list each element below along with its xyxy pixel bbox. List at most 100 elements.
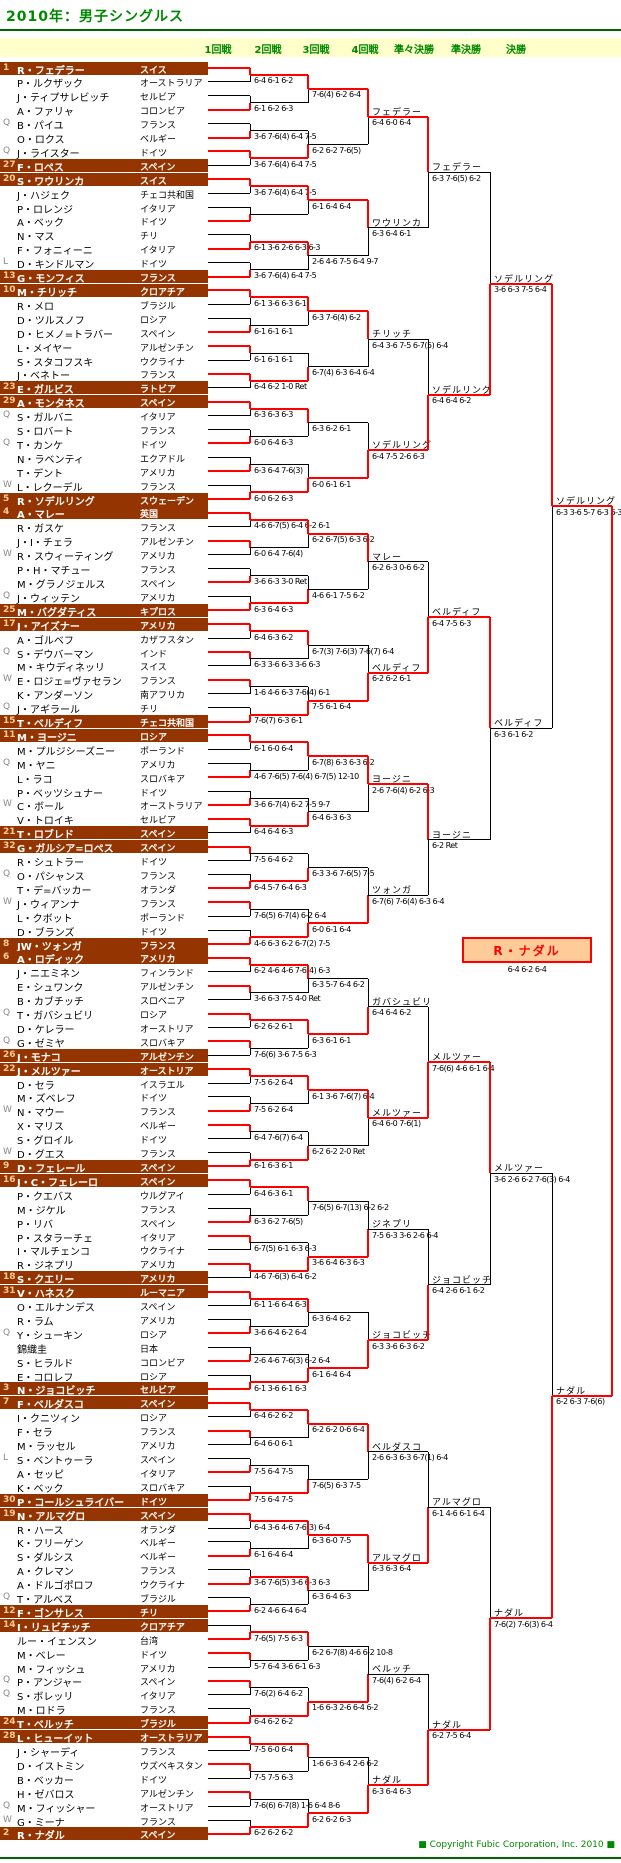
player-country: フランス	[140, 482, 176, 493]
bracket-line	[250, 936, 308, 939]
player-country: フランス	[140, 371, 176, 382]
player-country: フランス	[140, 1817, 176, 1828]
player-seed-mark: Q	[3, 590, 11, 601]
round-label-5: 準々決勝	[394, 45, 434, 56]
player-seed-mark: 28	[3, 1731, 16, 1742]
bracket-line	[307, 798, 309, 812]
player-row: M・ラッセルアメリカ	[0, 1438, 208, 1453]
match-score: 6-4 6-3 6-1	[254, 1188, 293, 1198]
player-name: R・スウィーティング	[17, 552, 114, 564]
match-score: 6-2 6-2 2-0 Ret	[312, 1147, 365, 1157]
round-winner-label: ヨージニ	[432, 830, 472, 841]
bracket-line	[249, 492, 251, 500]
player-country: ルーマニア	[140, 1289, 186, 1300]
round-winner-label: ナダル	[372, 1776, 403, 1787]
header-divider	[0, 29, 621, 31]
bracket-line	[367, 1006, 369, 1035]
bracket-line	[208, 1068, 250, 1071]
bracket-line	[307, 1076, 309, 1090]
player-seed-mark: Q	[3, 757, 11, 768]
player-name: R・フェデラー	[17, 65, 85, 77]
bracket-line	[249, 1437, 251, 1445]
match-score: 7-5 6-1 6-4	[312, 702, 351, 712]
player-seed-mark: 27	[3, 159, 16, 170]
bracket-line	[367, 1785, 369, 1814]
bracket-line	[307, 756, 309, 771]
bracket-line	[249, 652, 251, 659]
match-score: 2-6 4-6 7-6(3) 6-2 6-4	[254, 1355, 330, 1365]
match-score: 6-2 6-2 6-1	[254, 1021, 293, 1031]
match-score: 6-4 3-6 4-6 7-6(3) 6-4	[254, 1522, 330, 1532]
player-country: イタリア	[140, 1692, 176, 1703]
bracket-line	[308, 1145, 368, 1147]
bracket-line	[208, 1374, 250, 1376]
match-score: 7-6(2) 6-4 6-2	[254, 1689, 303, 1699]
player-country: オーストラリア	[140, 1734, 203, 1745]
player-country: ドイツ	[140, 858, 168, 869]
bracket-line	[249, 512, 251, 520]
bracket-line	[250, 1408, 308, 1411]
bracket-line	[367, 1562, 369, 1591]
player-name: S・ボレッリ	[17, 1692, 74, 1704]
player-row: P・ベッツシュナードイツ	[0, 785, 208, 800]
bracket-line	[428, 1506, 490, 1508]
bracket-line	[307, 130, 309, 145]
player-country: 台湾	[140, 1636, 159, 1647]
match-score: 6-2 6-7(5) 6-3 6-2	[312, 535, 375, 545]
bracket-line	[208, 915, 250, 917]
player-row: M・フィッシュアメリカ	[0, 1661, 208, 1676]
match-score: 7-6(7) 6-3 6-1	[254, 716, 303, 726]
bracket-line	[208, 317, 250, 319]
bracket-line	[249, 318, 251, 326]
player-name: J・シャーディ	[17, 1748, 80, 1759]
bracket-line	[208, 539, 250, 542]
match-score: 6-4 6-0 7-6(1)	[372, 1119, 421, 1129]
player-name: J・I・チェラ	[17, 538, 73, 550]
player-country: コロンビア	[140, 107, 186, 118]
player-country: キプロス	[140, 607, 177, 618]
bracket-line	[208, 1499, 250, 1502]
bracket-line	[490, 1617, 552, 1620]
bracket-line	[307, 366, 309, 381]
round-winner-label: ナダル	[494, 1609, 525, 1620]
bracket-line	[551, 506, 553, 729]
bracket-line	[249, 1041, 251, 1049]
bracket-line	[250, 658, 308, 660]
bracket-line	[249, 763, 251, 771]
bracket-line	[208, 1318, 250, 1320]
player-country: フランス	[140, 524, 176, 535]
bracket-line	[308, 1700, 368, 1703]
player-country: セルビア	[140, 93, 177, 104]
bracket-line	[250, 324, 308, 326]
bracket-line	[249, 1514, 251, 1522]
player-country: スペイン	[140, 579, 176, 590]
bracket-line	[208, 1054, 250, 1056]
player-seed-mark: Q	[3, 1035, 11, 1046]
bracket-line	[208, 554, 250, 556]
bracket-line	[308, 87, 368, 90]
bracket-line	[208, 956, 250, 959]
bracket-line	[307, 200, 309, 214]
bracket-line	[307, 589, 309, 604]
bracket-line	[208, 262, 250, 264]
player-country: クロアチア	[140, 1622, 185, 1633]
player-row: A・ドルゴポロフウクライナ	[0, 1577, 208, 1592]
bracket-line	[367, 561, 369, 590]
bracket-line	[208, 1123, 250, 1126]
match-score: 6-4 6-2 6-2	[254, 1411, 293, 1421]
player-name: B・パイユ	[17, 121, 64, 133]
player-name: G・モンフィス	[17, 274, 85, 286]
bracket-line	[307, 186, 309, 201]
bracket-line	[307, 1813, 309, 1827]
player-country: セルビア	[140, 1386, 177, 1397]
player-country: スロバキア	[140, 1038, 186, 1049]
bracket-line	[368, 449, 428, 452]
bracket-line	[208, 400, 250, 403]
